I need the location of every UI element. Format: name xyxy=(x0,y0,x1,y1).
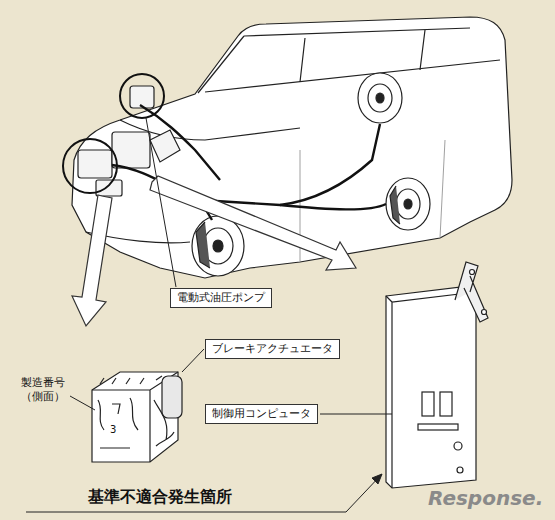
illustration-part xyxy=(300,30,425,82)
illustration-part xyxy=(404,199,412,209)
illustration-part xyxy=(98,398,138,448)
serial-number-note: 製造番号 （側面） xyxy=(16,376,70,404)
illustration-part xyxy=(198,36,244,93)
illustration-part xyxy=(196,222,210,268)
illustration-part xyxy=(26,474,382,512)
illustration-part xyxy=(482,310,487,315)
illustration-part xyxy=(386,292,476,488)
part-label-box: ブレーキアクチュエータ xyxy=(205,339,340,359)
illustration-part xyxy=(376,93,384,103)
illustration-part xyxy=(457,467,463,473)
illustration-part xyxy=(70,396,95,410)
illustration-part xyxy=(182,349,204,372)
illustration-part xyxy=(386,178,430,230)
illustration-part xyxy=(418,424,458,430)
illustration-part xyxy=(162,376,182,418)
illustration-part xyxy=(213,240,223,252)
illustration-part xyxy=(150,130,180,162)
illustration-part xyxy=(422,392,434,416)
illustration-part xyxy=(192,216,244,276)
illustration-part xyxy=(396,189,420,219)
illustration-part xyxy=(26,118,392,512)
part-name: 制御用コンピュータ xyxy=(212,407,311,421)
illustration-part xyxy=(120,74,164,118)
illustration-part xyxy=(92,372,182,462)
illustration-part xyxy=(372,474,382,484)
illustration-part xyxy=(320,414,392,415)
illustration-part xyxy=(440,392,452,416)
illustration-part xyxy=(280,204,386,209)
illustration-part xyxy=(100,376,162,384)
watermark: Response. xyxy=(428,486,543,511)
illustration-part xyxy=(96,180,122,196)
illustration-part xyxy=(386,286,476,488)
illustration-part xyxy=(130,86,154,108)
illustration-part xyxy=(390,186,400,224)
illustration-part xyxy=(112,105,386,220)
illustration-part xyxy=(78,150,112,178)
illustration-part xyxy=(205,60,500,92)
callout-number: 3 xyxy=(110,424,116,437)
illustration-part xyxy=(72,17,512,278)
illustration-part xyxy=(470,270,475,275)
illustration-part xyxy=(358,73,402,123)
illustration-part xyxy=(454,442,462,450)
illustration-part xyxy=(72,176,356,326)
illustration-part xyxy=(455,262,488,322)
illustration-part xyxy=(63,139,117,193)
part-label-box: 制御用コンピュータ xyxy=(205,404,318,424)
nonconformity-heading: 基準不適合発生箇所 xyxy=(88,487,232,507)
part-label-box: 電動式油圧ポンプ xyxy=(170,288,272,308)
illustration-part xyxy=(154,400,174,446)
illustration-part xyxy=(72,195,112,326)
illustration-part xyxy=(146,118,176,287)
illustration-part xyxy=(244,28,470,36)
illustration-part xyxy=(112,124,380,205)
illustration-part xyxy=(72,17,512,278)
part-name: 電動式油圧ポンプ xyxy=(177,291,265,305)
illustration-part xyxy=(150,176,356,270)
illustration-part xyxy=(368,84,392,112)
illustration-part xyxy=(386,262,488,488)
part-name: ブレーキアクチュエータ xyxy=(212,342,333,356)
